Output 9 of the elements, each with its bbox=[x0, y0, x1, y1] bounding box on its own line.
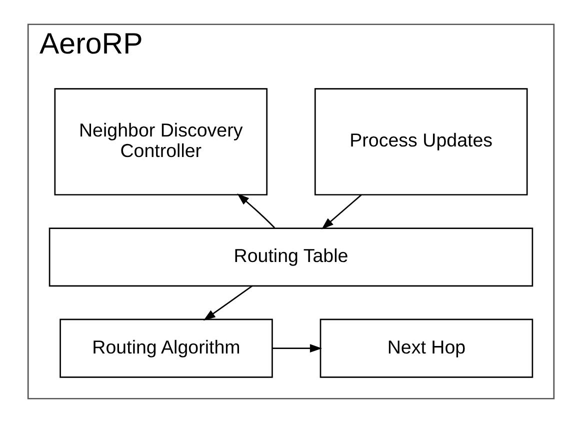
node-box: Neighbor Discovery Controller bbox=[54, 88, 268, 196]
arrow bbox=[272, 344, 322, 353]
node-box: Routing Table bbox=[48, 228, 533, 287]
arrow bbox=[202, 285, 252, 321]
node-box: Process Updates bbox=[314, 88, 528, 196]
node-box: Routing Algorithm bbox=[59, 318, 272, 378]
node-box: Next Hop bbox=[319, 318, 533, 378]
arrow bbox=[236, 194, 274, 228]
arrow bbox=[320, 194, 362, 230]
